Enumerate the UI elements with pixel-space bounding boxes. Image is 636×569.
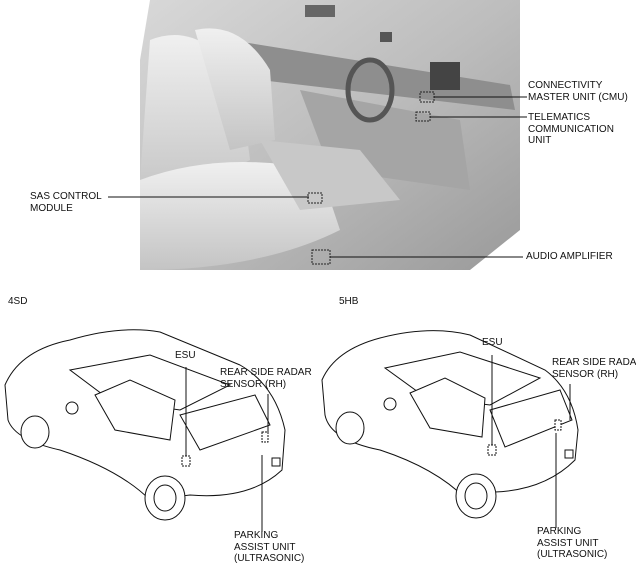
hatchback-radar-line1: REAR SIDE RADAR [552,357,636,368]
sas-label-line2: MODULE [30,202,73,214]
sas-label: SAS CONTROL MODULE [30,191,102,214]
tcu-label-line3: UNIT [528,135,552,146]
sedan-variant-label: 4SD [8,296,28,307]
tcu-label: TELEMATICS COMMUNICATION UNIT [528,112,614,147]
hatchback-illustration [321,330,579,519]
sedan-parking-line1: PARKING [234,530,279,541]
sedan-parking-line3: (ULTRASONIC) [234,553,305,564]
hatchback-esu-label: ESU [482,337,503,348]
sedan-parking-line2: ASSIST UNIT [234,541,296,553]
sedan-leader-lines [185,367,269,532]
sedan-radar-label: REAR SIDE RADAR SENSOR (RH) [220,367,312,390]
sas-label-line1: SAS CONTROL [30,191,102,202]
hatchback-parking-line3: (ULTRASONIC) [537,549,608,560]
hatchback-parking-label: PARKING ASSIST UNIT (ULTRASONIC) [537,526,607,561]
hatchback-parking-line2: ASSIST UNIT [537,537,599,549]
cmu-label-line2: MASTER UNIT (CMU) [528,91,628,103]
tcu-label-line1: TELEMATICS [528,112,591,123]
sedan-parking-label: PARKING ASSIST UNIT (ULTRASONIC) [234,530,304,565]
amp-label: AUDIO AMPLIFIER [526,251,613,262]
leader-lines [108,96,527,258]
sedan-radar-line1: REAR SIDE RADAR [220,367,312,378]
sedan-illustration [4,329,286,521]
sedan-esu-label: ESU [175,350,196,361]
hatchback-parking-line1: PARKING [537,526,582,537]
hatchback-radar-label: REAR SIDE RADAR SENSOR (RH) [552,357,636,380]
tcu-label-line2: COMMUNICATION [528,123,614,135]
hatchback-radar-line2: SENSOR (RH) [552,368,619,380]
cmu-label-line1: CONNECTIVITY [528,80,603,91]
cmu-label: CONNECTIVITY MASTER UNIT (CMU) [528,80,628,103]
hatchback-variant-label: 5HB [339,296,359,307]
vehicle-interior-illustration [140,0,520,270]
sedan-radar-line2: SENSOR (RH) [220,378,287,390]
hatchback-leader-lines [491,355,571,528]
